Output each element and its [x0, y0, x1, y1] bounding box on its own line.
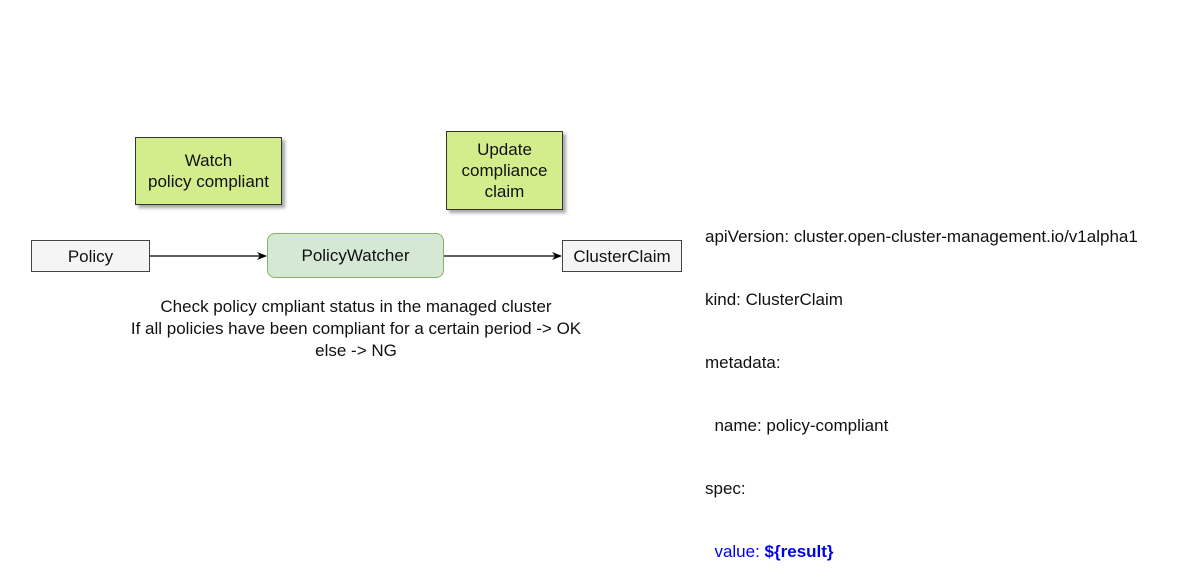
yaml-value-line: value: ${result}	[705, 541, 1138, 562]
yaml-metadata: metadata:	[705, 353, 781, 372]
cluster-claim-yaml: apiVersion: cluster.open-cluster-managem…	[705, 184, 1138, 583]
caption-line: If all policies have been compliant for …	[130, 319, 582, 338]
policy-node: Policy	[31, 240, 150, 272]
yaml-value-key: value:	[705, 542, 765, 561]
policy-watcher-node: PolicyWatcher	[267, 233, 444, 278]
yaml-name: name: policy-compliant	[705, 416, 889, 435]
caption-line: Check policy cmpliant status in the mana…	[160, 297, 552, 316]
yaml-result-variable: ${result}	[764, 542, 834, 561]
cluster-claim-node: ClusterClaim	[562, 240, 682, 272]
update-claim-note: Update compliance claim	[446, 131, 563, 210]
caption-line: else -> NG	[315, 341, 397, 360]
yaml-api-version: apiVersion: cluster.open-cluster-managem…	[705, 227, 1138, 246]
watch-policy-note: Watch policy compliant	[135, 137, 282, 205]
arrows-layer	[150, 252, 562, 260]
yaml-spec: spec:	[705, 479, 746, 498]
diagram-caption: Check policy cmpliant status in the mana…	[60, 296, 652, 362]
yaml-kind: kind: ClusterClaim	[705, 290, 843, 309]
